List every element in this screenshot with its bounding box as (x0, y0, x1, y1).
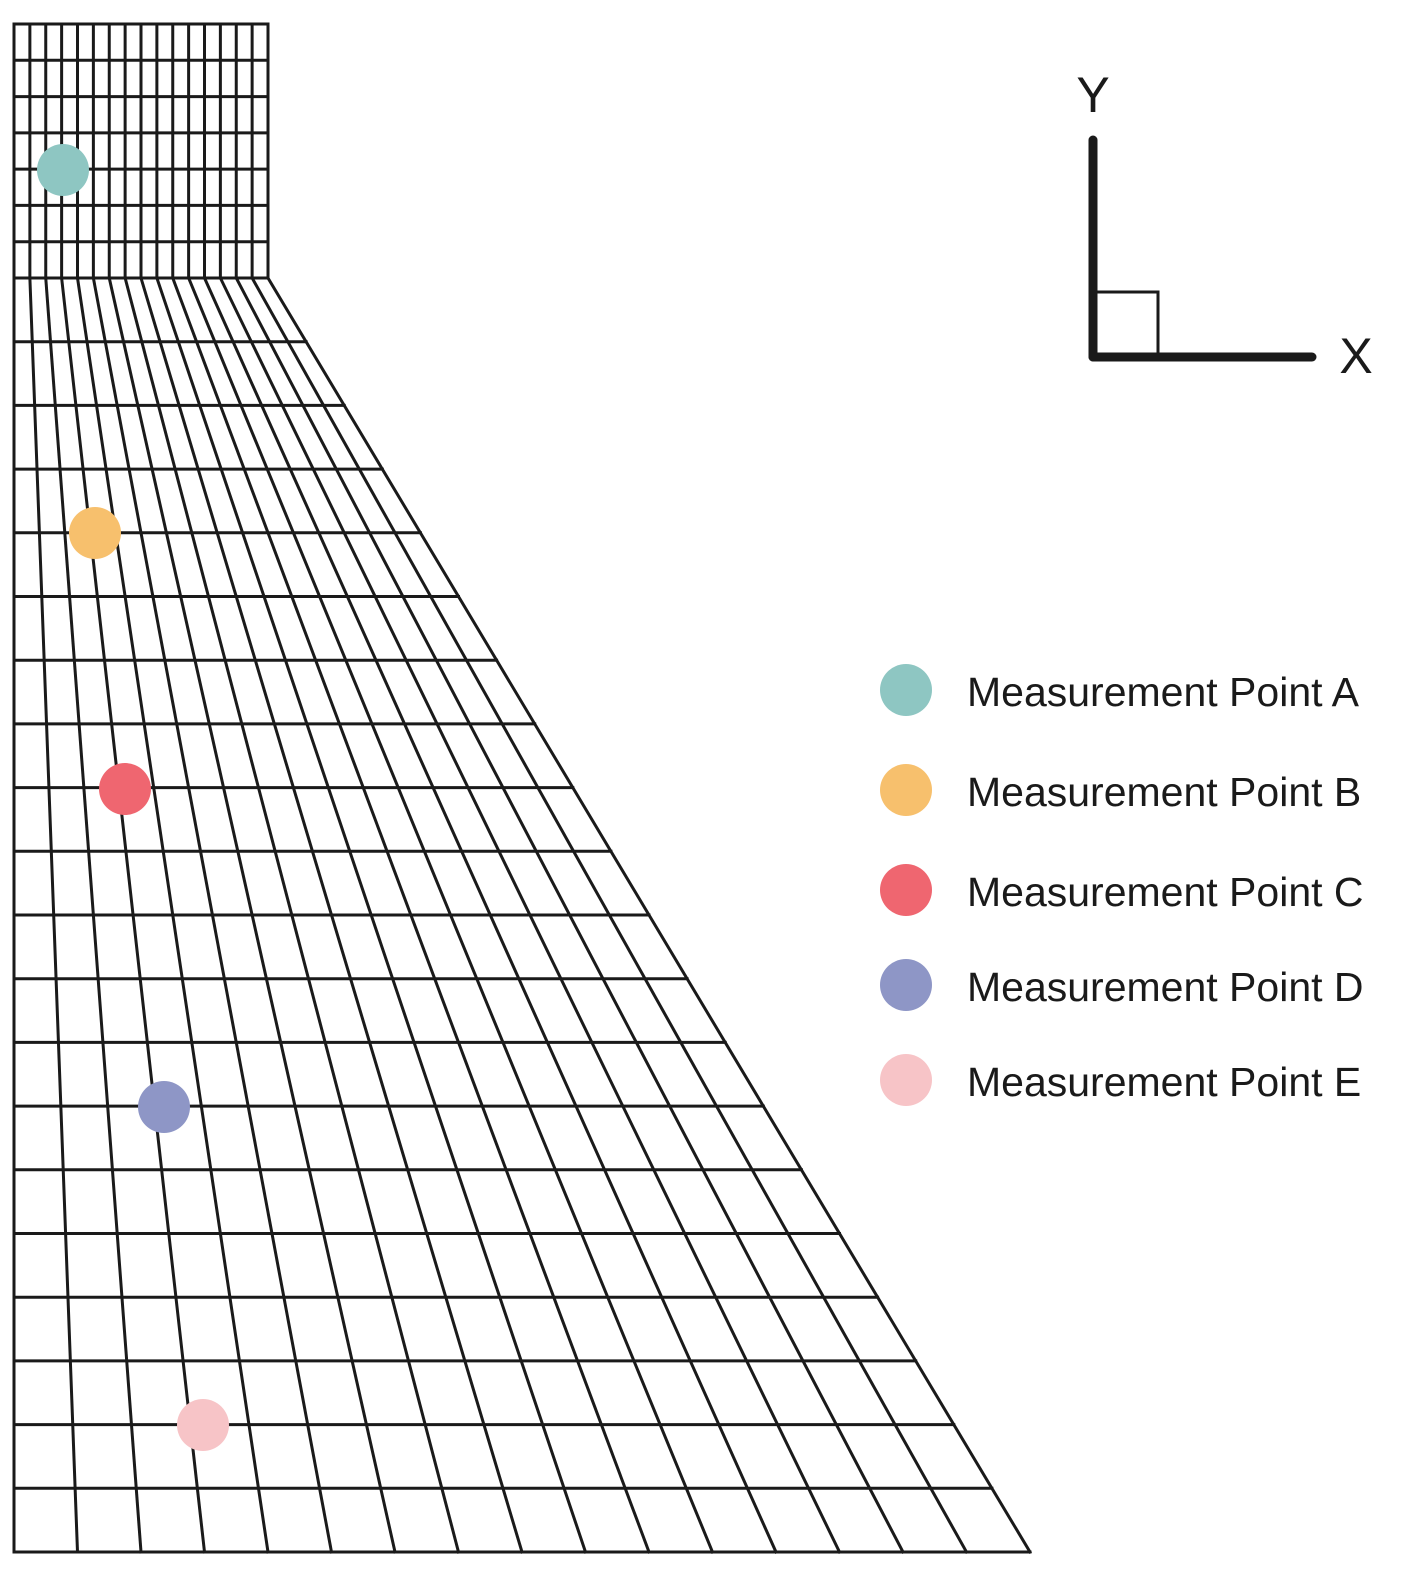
legend-label-d: Measurement Point D (967, 964, 1364, 1010)
legend-item-c: Measurement Point C (880, 864, 1364, 916)
legend-item-b: Measurement Point B (880, 764, 1361, 816)
legend-swatch-e (880, 1054, 932, 1106)
legend-item-e: Measurement Point E (880, 1054, 1361, 1106)
legend-swatch-d (880, 959, 932, 1011)
legend-swatch-a (880, 664, 932, 716)
measurement-point-e-marker (177, 1399, 229, 1451)
legend-swatch-b (880, 764, 932, 816)
legend-label-a: Measurement Point A (967, 669, 1360, 715)
legend-swatch-c (880, 864, 932, 916)
x-axis-label: X (1339, 328, 1372, 384)
legend: Measurement Point A Measurement Point B … (880, 664, 1364, 1106)
legend-label-b: Measurement Point B (967, 769, 1361, 815)
measurement-point-a-marker (37, 144, 89, 196)
coordinate-axis-indicator: Y X (1076, 67, 1372, 384)
right-angle-marker (1091, 290, 1160, 359)
measurement-point-b-marker (69, 507, 121, 559)
measurement-point-c-marker (99, 763, 151, 815)
measurement-point-d-marker (138, 1081, 190, 1133)
finite-element-mesh (12, 22, 1033, 1555)
legend-item-d: Measurement Point D (880, 959, 1364, 1011)
legend-label-c: Measurement Point C (967, 869, 1364, 915)
measurement-points (37, 144, 229, 1451)
legend-item-a: Measurement Point A (880, 664, 1360, 716)
y-axis-label: Y (1076, 67, 1109, 123)
legend-label-e: Measurement Point E (967, 1059, 1361, 1105)
